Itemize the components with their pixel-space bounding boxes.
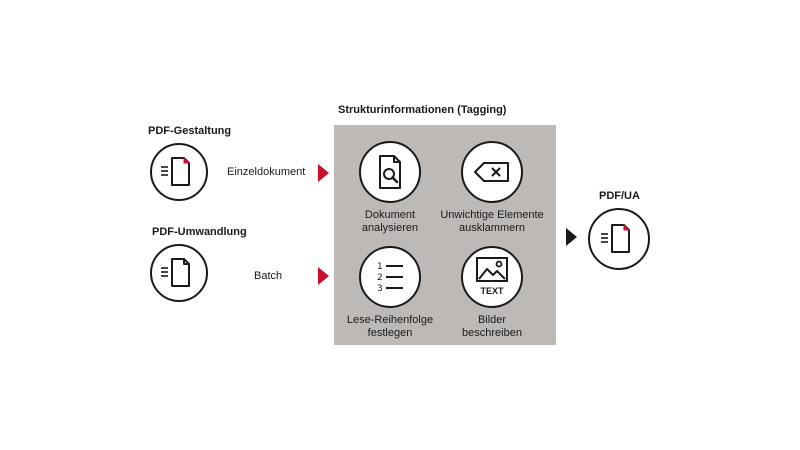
analyze-caption-line1: Dokument bbox=[364, 209, 416, 221]
arrow-right-icon bbox=[318, 267, 329, 285]
pdf-umwandlung-node bbox=[150, 244, 208, 302]
batch-label: Batch bbox=[254, 270, 283, 282]
document-fast-icon bbox=[161, 258, 190, 287]
reading-order-caption: Lese-Reihenfolge festlegen bbox=[330, 314, 450, 340]
exclude-caption: Unwichtige Elemente ausklammern bbox=[432, 209, 552, 235]
numbered-list-icon: 1 2 3 bbox=[377, 262, 403, 294]
analyze-node bbox=[359, 141, 421, 203]
pdf-gestaltung-title: PDF-Gestaltung bbox=[148, 125, 232, 137]
panel-title: Strukturinformationen (Tagging) bbox=[338, 104, 507, 116]
document-search-icon bbox=[379, 155, 401, 189]
reading-order-caption-line1: Lese-Reihenfolge bbox=[346, 314, 434, 326]
analyze-caption-line2: analysieren bbox=[361, 222, 419, 234]
describe-images-caption-line1: Bilder bbox=[477, 314, 507, 326]
pdf-gestaltung-node bbox=[150, 143, 208, 201]
document-fast-icon bbox=[161, 156, 191, 186]
pdf-ua-title: PDF/UA bbox=[599, 190, 640, 202]
einzeldokument-label: Einzeldokument bbox=[227, 166, 306, 178]
list-number: 3 bbox=[377, 284, 383, 294]
backspace-icon bbox=[474, 162, 509, 182]
describe-images-caption: Bilder beschreiben bbox=[432, 314, 552, 340]
reading-order-node: 1 2 3 bbox=[359, 246, 421, 308]
analyze-caption: Dokument analysieren bbox=[330, 209, 450, 235]
arrow-right-icon bbox=[566, 228, 577, 246]
list-number: 2 bbox=[377, 273, 383, 283]
exclude-node bbox=[461, 141, 523, 203]
describe-images-caption-line2: beschreiben bbox=[462, 327, 522, 339]
image-text-icon: TEXT bbox=[476, 257, 508, 296]
pdf-umwandlung-title: PDF-Umwandlung bbox=[152, 226, 247, 238]
exclude-caption-line1: Unwichtige Elemente bbox=[440, 209, 544, 221]
pdf-ua-node bbox=[588, 208, 650, 270]
image-badge: TEXT bbox=[480, 286, 504, 296]
list-number: 1 bbox=[377, 262, 383, 272]
describe-images-node: TEXT bbox=[461, 246, 523, 308]
arrow-right-icon bbox=[318, 164, 329, 182]
exclude-caption-line2: ausklammern bbox=[458, 222, 526, 234]
document-fast-icon bbox=[601, 223, 631, 253]
reading-order-caption-line2: festlegen bbox=[367, 327, 413, 339]
